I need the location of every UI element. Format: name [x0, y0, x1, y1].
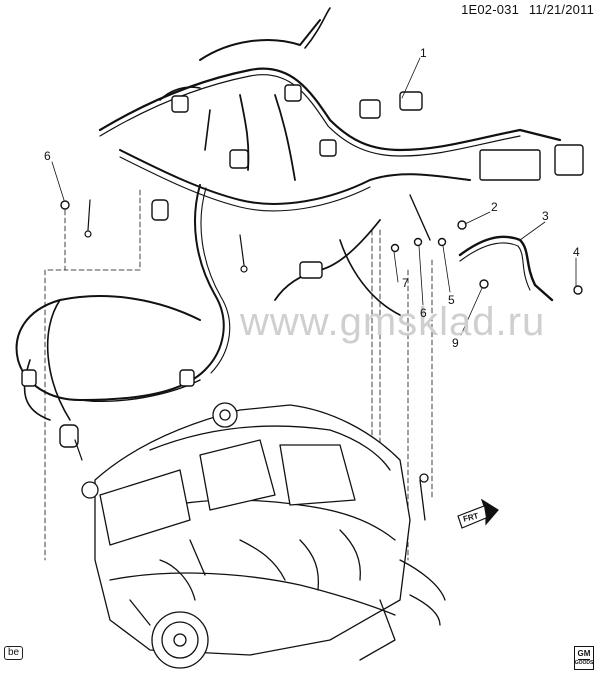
watermark-text: www.gmsklad.ru	[240, 300, 546, 344]
callout-6-right: 6	[420, 306, 427, 320]
engine-assembly	[81, 402, 446, 669]
diagram-date: 11/21/2011	[528, 2, 594, 17]
diagram-header: 1E02-031 11/21/2011	[455, 2, 594, 17]
battery-cable	[458, 235, 554, 302]
callout-7: 7	[402, 276, 409, 290]
callout-5: 5	[448, 293, 455, 307]
callout-9: 9	[452, 336, 459, 350]
callout-1: 1	[420, 46, 427, 60]
callout-4: 4	[573, 245, 580, 259]
gm-goods-logo-icon: GM GOODS	[574, 646, 594, 670]
logo-top-text: GM	[577, 649, 591, 658]
front-direction-arrow-icon	[457, 498, 499, 529]
logo-bottom-text: GOODS	[574, 660, 594, 666]
callout-2: 2	[491, 200, 498, 214]
diagram-code: 1E02-031	[461, 2, 520, 17]
callout-3: 3	[542, 209, 549, 223]
harness-trunk	[98, 67, 562, 152]
callout-6-left: 6	[44, 149, 51, 163]
view-badge: be	[4, 646, 24, 660]
harness-left-loop	[15, 184, 225, 401]
